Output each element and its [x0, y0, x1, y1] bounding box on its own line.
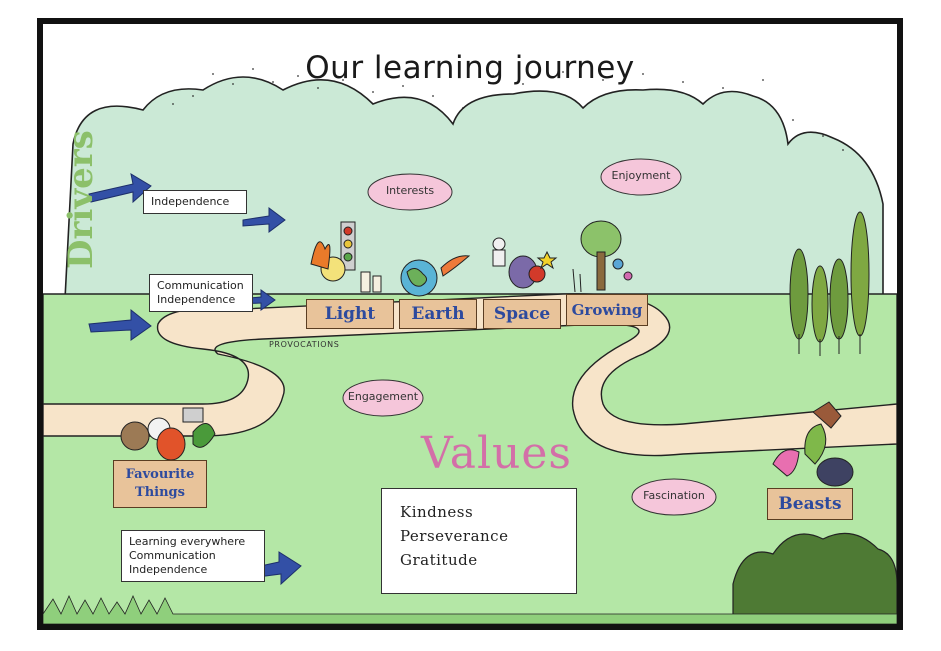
value-perseverance: Perseverance	[400, 527, 509, 545]
sign-light: Light	[306, 299, 394, 329]
driver-box-independence: Independence	[143, 190, 247, 214]
sign-favourite-line2: Things	[135, 485, 185, 500]
driver-box-text: Communication	[157, 279, 244, 292]
sign-favourite-things: Favourite Things	[113, 460, 207, 508]
beasts-illustration	[772, 401, 854, 487]
favourite-things-illustration	[120, 407, 216, 461]
poplar-trees	[789, 211, 870, 356]
cloud-fascination-shape	[631, 478, 717, 516]
growing-illustration	[572, 220, 633, 293]
earth-illustration	[400, 255, 471, 297]
cloud-enjoyment-shape	[600, 158, 682, 196]
value-gratitude: Gratitude	[400, 551, 478, 569]
driver-box-text: Learning everywhere	[129, 535, 246, 548]
cloud-fascination: Fascination	[643, 489, 705, 502]
driver-box-communication: Communication Independence	[149, 274, 253, 312]
sign-earth: Earth	[399, 299, 477, 329]
values-box: Kindness Perseverance Gratitude	[381, 488, 577, 594]
values-heading: Values	[421, 428, 572, 479]
hills-background	[64, 76, 884, 300]
poster-canvas: Our learning journey Drivers Independenc…	[43, 24, 897, 624]
light-illustration	[310, 221, 382, 293]
poster-frame: Our learning journey Drivers Independenc…	[37, 18, 903, 630]
cloud-interests-shape	[367, 173, 453, 211]
sign-beasts: Beasts	[767, 488, 853, 520]
sign-growing: Growing	[566, 294, 648, 326]
driver-box-text: Independence	[151, 195, 230, 208]
provocations-path	[43, 293, 897, 457]
cloud-engagement: Engagement	[347, 390, 419, 403]
space-illustration	[492, 237, 558, 289]
driver-box-text: Independence	[129, 563, 208, 576]
driver-box-learning-everywhere: Learning everywhere Communication Indepe…	[121, 530, 265, 582]
bushes	[732, 532, 897, 624]
driver-box-text: Independence	[157, 293, 236, 306]
poster-title: Our learning journey	[305, 50, 635, 86]
grass-tufts	[43, 595, 897, 624]
cloud-engagement-shape	[342, 379, 424, 417]
driver-box-text: Communication	[129, 549, 216, 562]
sign-favourite-line1: Favourite	[125, 467, 195, 482]
provocations-label: PROVOCATIONS	[269, 340, 340, 349]
cloud-enjoyment: Enjoyment	[611, 169, 671, 182]
cloud-interests: Interests	[385, 184, 435, 197]
value-kindness: Kindness	[400, 503, 474, 521]
drivers-label: Drivers	[61, 130, 101, 269]
sign-space: Space	[483, 299, 561, 329]
